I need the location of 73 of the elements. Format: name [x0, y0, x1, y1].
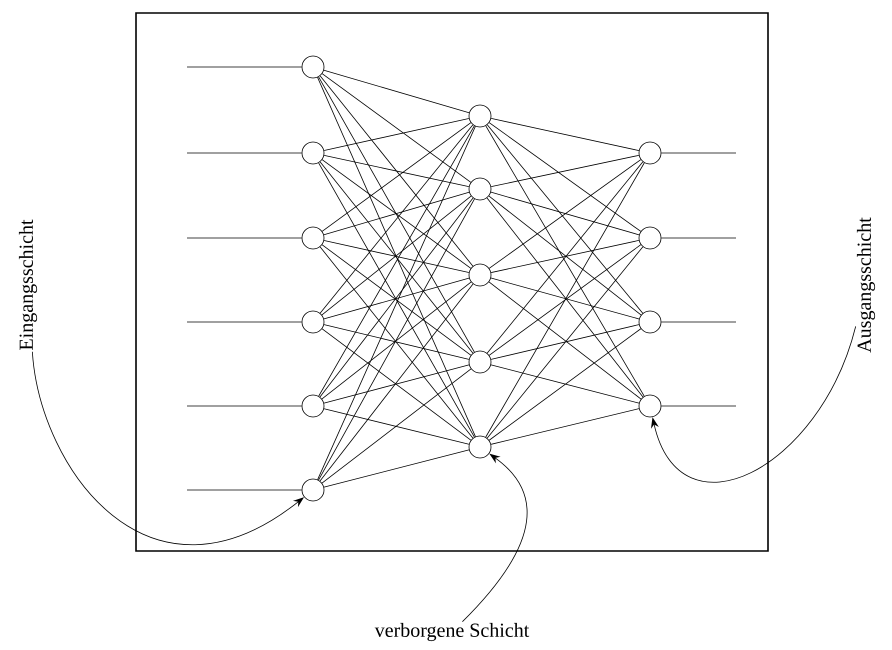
leader-arrow	[650, 326, 856, 483]
connection-line	[324, 278, 470, 320]
connection-line	[322, 328, 472, 441]
input-line	[186, 152, 302, 154]
neuron-circle	[302, 394, 324, 418]
connection-line	[485, 162, 645, 438]
connection-line	[322, 368, 472, 484]
connection-line	[318, 76, 475, 352]
neuron-circle	[468, 264, 492, 286]
connection-line	[320, 162, 474, 354]
connection-line	[320, 124, 474, 314]
connection-line	[488, 196, 642, 316]
connection-line	[488, 328, 642, 441]
connection-line	[488, 282, 642, 400]
connection-line	[322, 196, 472, 316]
connection-line	[485, 125, 645, 397]
connection-line	[490, 118, 640, 151]
connection-line	[322, 282, 472, 400]
connection-line	[324, 364, 470, 404]
connection-line	[317, 77, 476, 437]
connection-line	[488, 244, 642, 356]
connection-line	[324, 240, 470, 273]
connection-line	[322, 73, 472, 183]
connection-line	[320, 246, 474, 438]
connection-line	[324, 449, 470, 488]
neuron-circle	[468, 436, 492, 458]
connection-line	[318, 162, 475, 438]
connection-line	[486, 198, 644, 398]
connection-line	[490, 154, 640, 188]
connection-line	[486, 246, 644, 439]
connection-line	[322, 159, 472, 269]
connection-line	[488, 122, 642, 232]
connection-line	[490, 408, 640, 445]
layer-label: Ausgangsschicht	[856, 217, 876, 353]
connection-line	[318, 198, 475, 480]
connection-line	[488, 159, 642, 269]
neuron-circle	[468, 104, 492, 128]
leader-arrow	[462, 454, 528, 622]
connection-line	[324, 118, 470, 151]
neuron-circle	[302, 310, 324, 334]
connection-line	[324, 70, 470, 114]
connection-line	[320, 75, 474, 266]
connection-line	[490, 240, 640, 273]
connection-line	[318, 125, 475, 397]
layer-label: verborgene Schicht	[374, 622, 530, 642]
neuron-circle	[638, 142, 662, 164]
output-line	[661, 152, 736, 154]
neuron-circle	[638, 394, 662, 418]
connection-line	[490, 324, 640, 360]
connection-line	[322, 244, 472, 356]
neuron-circle	[302, 478, 324, 502]
connection-line	[324, 408, 470, 445]
connection-line	[324, 324, 470, 360]
connection-line	[490, 192, 640, 236]
neuron-circle	[638, 226, 662, 250]
connection-line	[320, 198, 474, 398]
layer-label: Eingangsschicht	[18, 220, 38, 350]
connection-line	[324, 155, 470, 187]
neuron-circle	[638, 310, 662, 334]
connection-line	[490, 364, 640, 404]
neuron-circle	[302, 56, 324, 78]
connection-line	[486, 161, 644, 354]
neuron-circle	[302, 226, 324, 250]
connection-line	[490, 278, 640, 320]
neuron-circle	[302, 142, 324, 164]
connection-line	[324, 192, 470, 236]
connection-line	[322, 122, 472, 232]
connection-line	[317, 126, 476, 480]
neuron-circle	[468, 350, 492, 374]
connection-line	[320, 284, 474, 482]
neuron-circle	[468, 178, 492, 200]
connection-line	[486, 124, 644, 314]
input-line	[186, 66, 302, 68]
